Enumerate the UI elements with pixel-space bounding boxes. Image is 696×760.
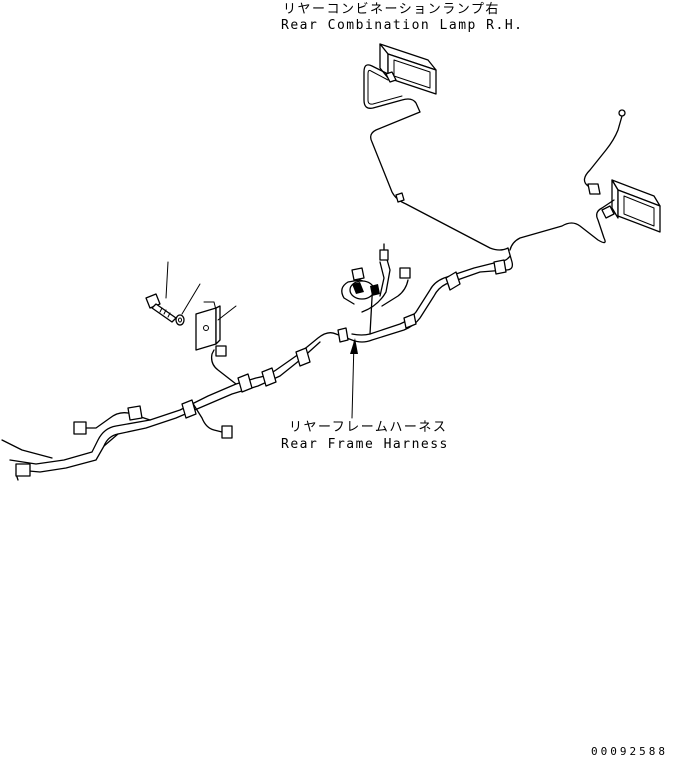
rear-combination-lamp-rh xyxy=(379,43,437,95)
harness-label-en: Rear Frame Harness xyxy=(281,437,449,452)
rear-frame-harness xyxy=(1,247,514,481)
harness-leader-arrow xyxy=(350,338,358,419)
lamp-label-en: Rear Combination Lamp R.H. xyxy=(281,18,524,33)
washer xyxy=(175,283,201,326)
mounting-bracket xyxy=(195,301,237,351)
harness-label-jp: リヤーフレームハーネス xyxy=(289,420,448,435)
lamp-rh-conduit xyxy=(363,64,509,251)
junction-connector-cluster xyxy=(341,243,411,335)
rear-combination-lamp-lh xyxy=(509,109,661,251)
drawing-number: 00092588 xyxy=(591,745,668,758)
mounting-bolt xyxy=(145,261,177,323)
lamp-label-jp: リヤーコンビネーションランプ右 xyxy=(283,2,500,17)
